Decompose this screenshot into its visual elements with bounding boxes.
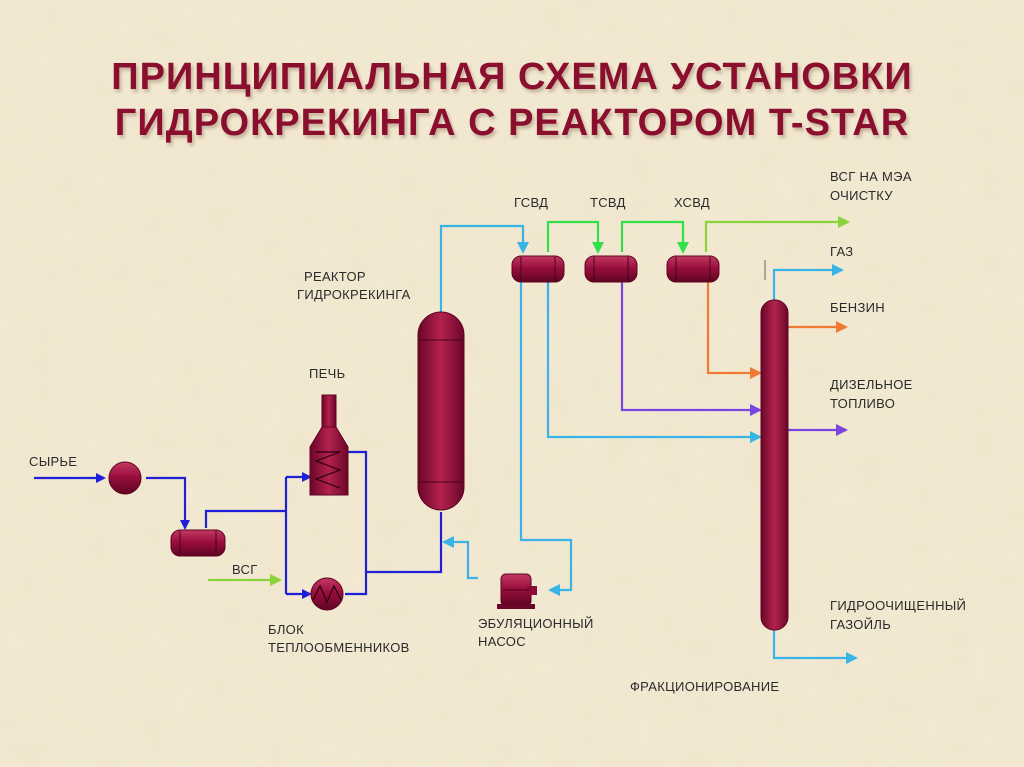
fractionation-label: ФРАКЦИОНИРОВАНИЕ bbox=[630, 679, 779, 694]
cold-to-mea-line bbox=[704, 216, 850, 252]
product-diesel-label-2: ТОПЛИВО bbox=[830, 396, 895, 411]
hot-liquid-line bbox=[546, 281, 762, 443]
furnace-label: ПЕЧЬ bbox=[309, 366, 345, 381]
feed-drum bbox=[170, 529, 226, 557]
labels: СЫРЬЕ ВСГ БЛОК ТЕПЛООБМЕННИКОВ ПЕЧЬ РЕАК… bbox=[29, 169, 966, 694]
title-line-1: ПРИНЦИПИАЛЬНАЯ СХЕМА УСТАНОВКИ bbox=[111, 56, 913, 98]
separator-warm bbox=[584, 255, 638, 283]
product-hydrogen-label-2: ОЧИСТКУ bbox=[830, 188, 893, 203]
pump-label-2: НАСОС bbox=[478, 634, 526, 649]
heat-exchanger bbox=[310, 577, 344, 611]
feed-label: СЫРЬЕ bbox=[29, 454, 77, 469]
warm-liquid-line bbox=[620, 281, 762, 416]
heat-exchangers-label-2: ТЕПЛООБМЕННИКОВ bbox=[268, 640, 410, 655]
reactor bbox=[417, 311, 465, 511]
reactor-to-hot-separator-line bbox=[439, 224, 529, 312]
equipment bbox=[108, 255, 789, 631]
gas-product-line bbox=[772, 264, 844, 300]
cold-liquid-line bbox=[706, 281, 762, 379]
reactor-label-1: РЕАКТОР bbox=[304, 269, 366, 284]
product-gasoline-label: БЕНЗИН bbox=[830, 300, 885, 315]
slide-title: ПРИНЦИПИАЛЬНАЯ СХЕМА УСТАНОВКИ ГИДРОКРЕК… bbox=[0, 54, 1024, 146]
separator-cold bbox=[666, 255, 720, 283]
hot-separator-label: ГСВД bbox=[514, 195, 548, 210]
heat-exchangers-label-1: БЛОК bbox=[268, 622, 304, 637]
product-gasoil-label-2: ГАЗОЙЛЬ bbox=[830, 617, 891, 632]
pump-to-reactor-line bbox=[442, 536, 478, 580]
furnace bbox=[309, 394, 349, 496]
recycle-line bbox=[519, 281, 573, 596]
product-gasoil-label-1: ГИДРООЧИЩЕННЫЙ bbox=[830, 598, 966, 613]
warm-to-cold-gas-line bbox=[620, 220, 689, 254]
separator-hot bbox=[511, 255, 565, 283]
warm-separator-label: ТСВД bbox=[590, 195, 626, 210]
hydrogen-gas-label: ВСГ bbox=[232, 562, 258, 577]
feed-to-drum-line bbox=[146, 476, 190, 530]
hot-to-warm-gas-line bbox=[546, 220, 604, 254]
drum-outlet-line bbox=[204, 509, 286, 528]
fractionation-column bbox=[760, 299, 789, 631]
feed-pump bbox=[108, 461, 142, 495]
ebullating-pump bbox=[497, 573, 537, 609]
product-diesel-label-1: ДИЗЕЛЬНОЕ bbox=[830, 377, 913, 392]
gasoil-product-line bbox=[772, 630, 858, 664]
exchanger-outlet-line bbox=[345, 572, 368, 596]
cold-separator-label: ХСВД bbox=[674, 195, 710, 210]
title-line-2: ГИДРОКРЕКИНГА С РЕАКТОРОМ T-STAR bbox=[114, 102, 910, 144]
product-hydrogen-label-1: ВСГ НА МЭА bbox=[830, 169, 912, 184]
pump-label-1: ЭБУЛЯЦИОННЫЙ bbox=[478, 616, 594, 631]
product-gas-label: ГАЗ bbox=[830, 244, 853, 259]
reactor-label-2: ГИДРОКРЕКИНГА bbox=[297, 287, 411, 302]
pipelines bbox=[34, 216, 858, 664]
